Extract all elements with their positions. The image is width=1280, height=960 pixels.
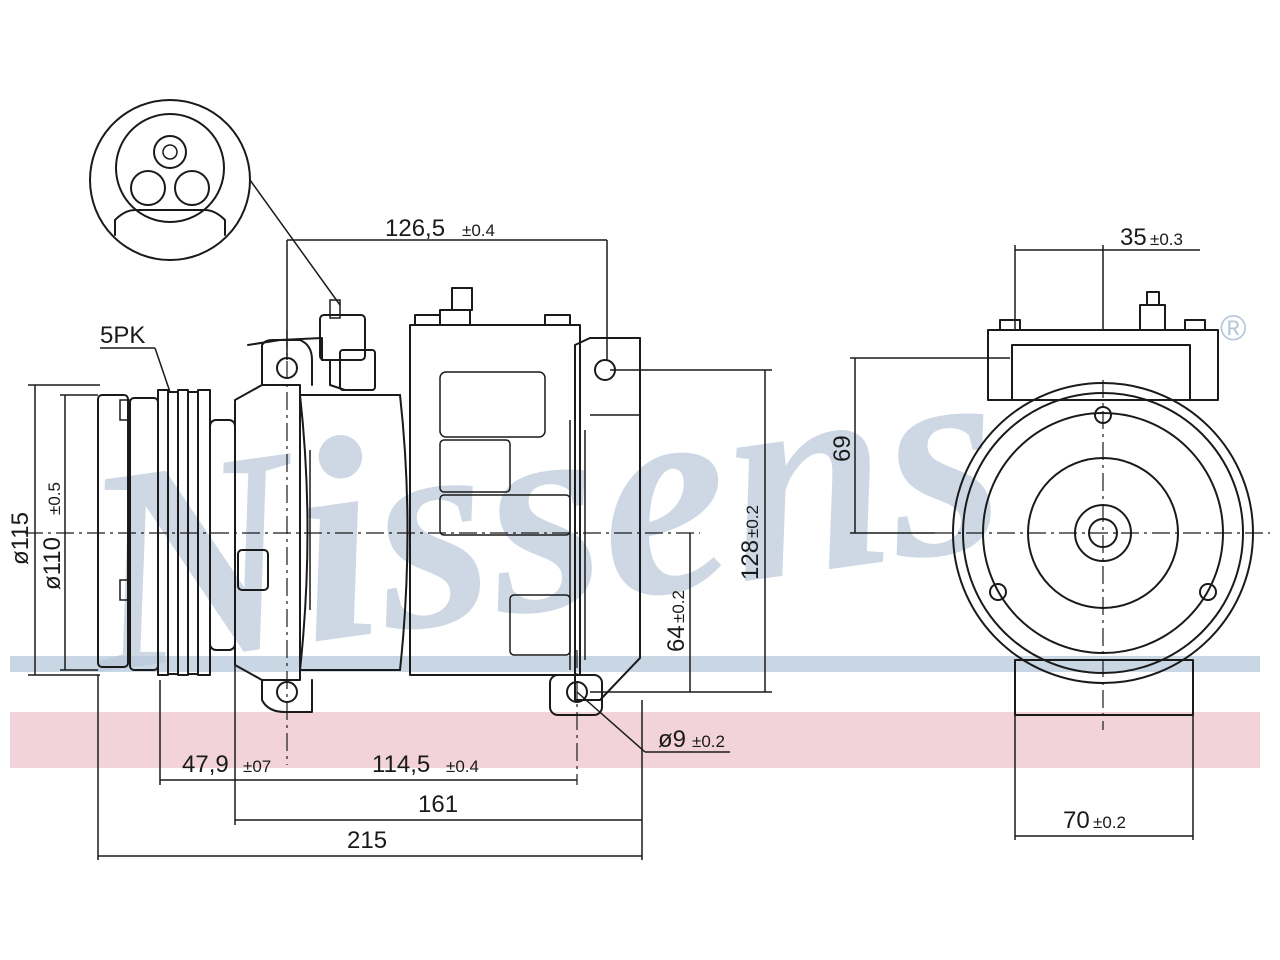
dim-47-9-value: 47,9 [182, 751, 229, 778]
dim-64-tol: ±0.2 [669, 590, 688, 623]
dim-128-tol: ±0.2 [743, 505, 762, 538]
dim-hole-9-tol: ±0.2 [692, 732, 725, 751]
dim-35-tol: ±0.3 [1150, 230, 1183, 249]
dim-70-value: 70 [1063, 807, 1090, 834]
dim-115-label: ø115 [7, 512, 34, 565]
dimension-lines [28, 239, 1200, 860]
dim-64-value: 64 [663, 625, 690, 652]
registered-mark: ® [1220, 307, 1247, 348]
dim-hole-9-value: ø9 [658, 726, 686, 753]
dim-35-value: 35 [1120, 224, 1147, 251]
watermark-band [10, 712, 1260, 768]
dim-110-tol: ±0.5 [45, 482, 64, 515]
compressor-front-view [935, 291, 1270, 730]
dim-126-5-tol: ±0.4 [462, 221, 495, 240]
dim-47-9-tol: ±07 [243, 757, 271, 776]
pulley-type-label: 5PK [100, 322, 145, 349]
dim-126-5-value: 126,5 [385, 215, 445, 242]
dim-161-label: 161 [418, 791, 458, 818]
dim-215-label: 215 [347, 827, 387, 854]
dimension-labels: 126,5 ±0.4 35 ±0.3 5PK ø115 ø110 ±0.5 12… [7, 215, 1183, 854]
dim-70-tol: ±0.2 [1093, 813, 1126, 832]
dim-114-5-value: 114,5 [372, 751, 430, 778]
dim-128-value: 128 [737, 540, 764, 580]
connector-detail-inset [89, 99, 341, 306]
dim-114-5-tol: ±0.4 [446, 757, 479, 776]
dim-69-label: 69 [829, 435, 856, 462]
dim-110-value: ø110 [39, 537, 66, 590]
